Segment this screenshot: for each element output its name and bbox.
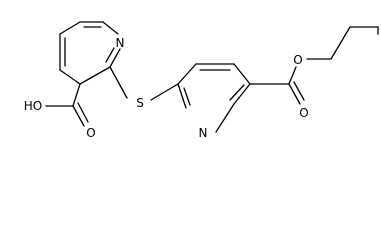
atom-labels: N HO O S N O O: [24, 36, 309, 140]
bond: [288, 83, 301, 105]
atom-label-n-left: N: [116, 36, 125, 50]
bond: [215, 103, 235, 133]
bond: [177, 63, 197, 85]
bond: [330, 26, 351, 60]
bond: [59, 69, 81, 85]
bond: [102, 21, 119, 35]
bond: [177, 83, 187, 109]
bond: [293, 81, 305, 101]
bond: [183, 87, 191, 106]
bond: [59, 21, 81, 35]
molecule-drawing: N HO O S N O O: [24, 21, 379, 140]
bond: [72, 105, 85, 127]
atom-label-sulfur: S: [136, 96, 144, 110]
atom-label-hydroxyl: HO: [24, 99, 42, 113]
bond: [105, 47, 115, 63]
bond: [109, 66, 128, 99]
bond-lines: [45, 21, 379, 133]
bond: [79, 66, 111, 85]
structure-diagram: N HO O S N O O: [24, 21, 379, 140]
atom-label-n-right: N: [199, 126, 208, 140]
bond: [77, 102, 89, 123]
bond: [288, 66, 297, 85]
bond: [109, 48, 121, 68]
bond: [233, 63, 251, 85]
bond: [150, 83, 179, 101]
bond: [229, 84, 245, 101]
bond: [233, 83, 251, 105]
atom-label-ester-carbonyl-o: O: [299, 106, 308, 120]
atom-label-acid-carbonyl-o: O: [86, 126, 95, 140]
bond: [72, 83, 81, 107]
atom-label-ester-o: O: [293, 53, 302, 67]
